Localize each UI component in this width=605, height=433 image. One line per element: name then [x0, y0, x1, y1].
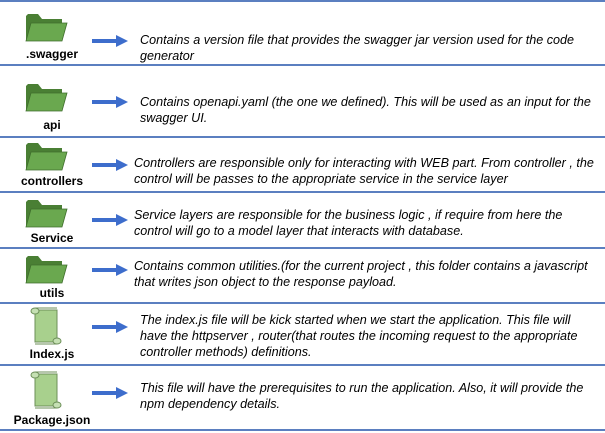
row-label: Index.js — [29, 347, 75, 361]
arrow-right-icon — [92, 321, 128, 333]
arrow-right-icon — [92, 264, 128, 276]
row-description: Controllers are responsible only for int… — [134, 156, 594, 186]
folder-icon — [8, 252, 84, 286]
row-utils: utils Contains common utilities.(for the… — [0, 249, 605, 304]
row-label: utils — [39, 286, 65, 300]
row-description: Contains openapi.yaml (the one we define… — [140, 95, 591, 125]
row-package-json: Package.json This file will have the pre… — [0, 366, 605, 431]
row-label: .swagger — [25, 47, 79, 61]
row-swagger: .swagger Contains a version file that pr… — [0, 0, 605, 66]
arrow-right-icon — [92, 214, 128, 226]
scroll-icon — [8, 371, 84, 409]
row-label: Package.json — [13, 413, 91, 427]
arrow-right-icon — [92, 96, 128, 108]
folder-icon — [8, 10, 84, 44]
folder-icon — [8, 139, 84, 173]
row-description: Service layers are responsible for the b… — [134, 208, 563, 238]
folder-icon — [8, 80, 84, 114]
row-api: api Contains openapi.yaml (the one we de… — [0, 64, 605, 138]
arrow-right-icon — [92, 159, 128, 171]
row-index-js: Index.js The index.js file will be kick … — [0, 304, 605, 366]
arrow-right-icon — [92, 35, 128, 47]
row-description: The index.js file will be kick started w… — [140, 313, 578, 359]
row-description: Contains common utilities.(for the curre… — [134, 259, 588, 289]
row-service: Service Service layers are responsible f… — [0, 193, 605, 249]
row-label: controllers — [20, 174, 83, 188]
row-controllers: controllers Controllers are responsible … — [0, 138, 605, 193]
row-label: Service — [30, 231, 74, 245]
folder-icon — [8, 196, 84, 230]
row-label: api — [43, 118, 61, 132]
arrow-right-icon — [92, 387, 128, 399]
scroll-icon — [8, 307, 84, 345]
row-description: This file will have the prerequisites to… — [140, 381, 584, 411]
row-description: Contains a version file that provides th… — [140, 33, 575, 63]
